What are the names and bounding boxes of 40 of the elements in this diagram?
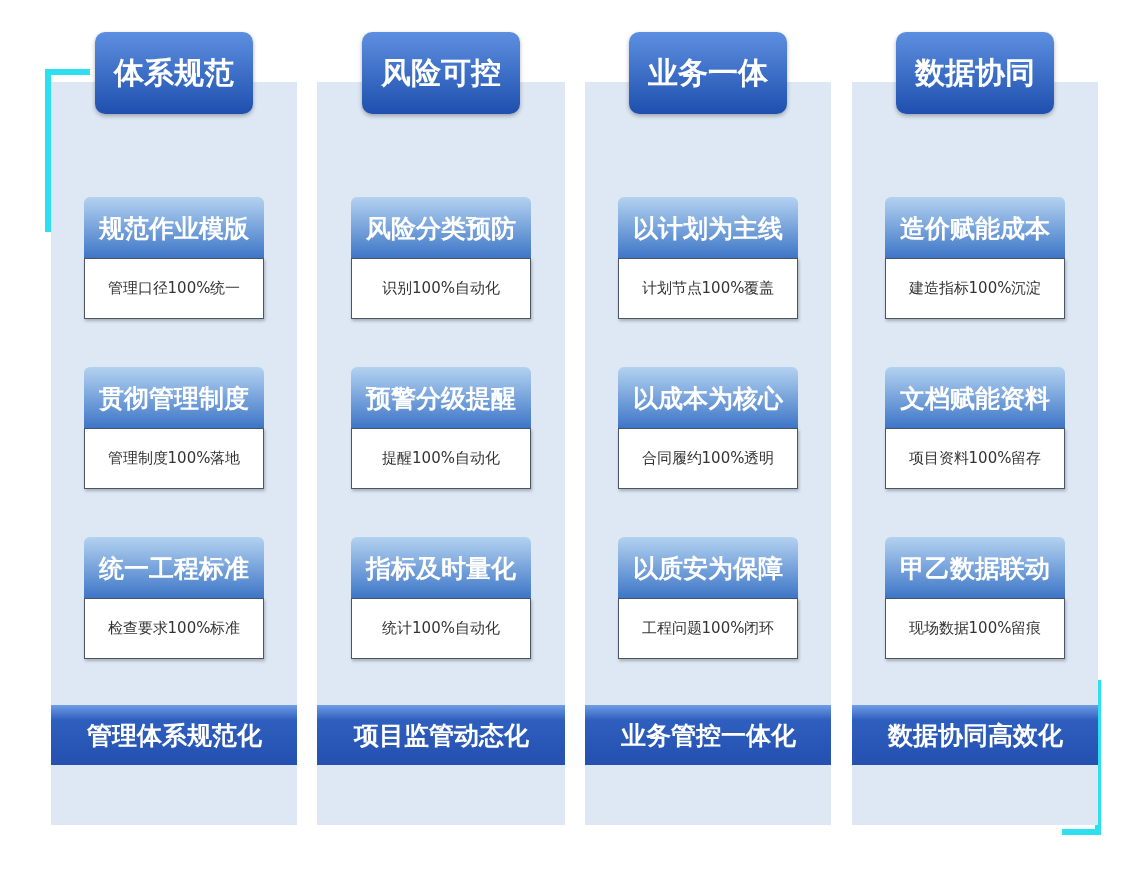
footer-band <box>317 705 565 765</box>
header-tab <box>629 32 787 114</box>
header-tab <box>362 32 520 114</box>
card-body: 计划节点100%覆盖 <box>618 258 798 319</box>
card-heading: 以成本为核心 <box>618 367 798 429</box>
card-heading: 文档赋能资料 <box>885 367 1065 429</box>
card-heading: 风险分类预防 <box>351 197 531 259</box>
card-heading: 贯彻管理制度 <box>84 367 264 429</box>
card-heading: 规范作业模版 <box>84 197 264 259</box>
footer-band <box>852 705 1098 765</box>
header-title: 风险可控 <box>381 53 501 92</box>
footer-title: 数据协同高效化 <box>887 719 1063 752</box>
footer-title: 项目监管动态化 <box>353 719 529 752</box>
card-body: 提醒100%自动化 <box>351 428 531 489</box>
card-body: 统计100%自动化 <box>351 598 531 659</box>
card-body: 检查要求100%标准 <box>84 598 264 659</box>
card-body: 项目资料100%留存 <box>885 428 1065 489</box>
card-body: 管理口径100%统一 <box>84 258 264 319</box>
card-heading: 造价赋能成本 <box>885 197 1065 259</box>
footer-title: 业务管控一体化 <box>620 719 796 752</box>
footer-title: 管理体系规范化 <box>86 719 262 752</box>
card-body: 建造指标100%沉淀 <box>885 258 1065 319</box>
header-title: 体系规范 <box>114 53 234 92</box>
card-heading: 以质安为保障 <box>618 537 798 599</box>
card-heading: 预警分级提醒 <box>351 367 531 429</box>
header-tab <box>896 32 1054 114</box>
card-heading: 指标及时量化 <box>351 537 531 599</box>
card-heading: 统一工程标准 <box>84 537 264 599</box>
card-heading: 甲乙数据联动 <box>885 537 1065 599</box>
card-body: 现场数据100%留痕 <box>885 598 1065 659</box>
card-heading: 以计划为主线 <box>618 197 798 259</box>
card-body: 合同履约100%透明 <box>618 428 798 489</box>
card-body: 管理制度100%落地 <box>84 428 264 489</box>
card-body: 工程问题100%闭环 <box>618 598 798 659</box>
card-body: 识别100%自动化 <box>351 258 531 319</box>
header-tab <box>95 32 253 114</box>
footer-band <box>51 705 297 765</box>
header-title: 数据协同 <box>915 53 1035 92</box>
header-title: 业务一体 <box>648 53 768 92</box>
footer-band <box>585 705 831 765</box>
